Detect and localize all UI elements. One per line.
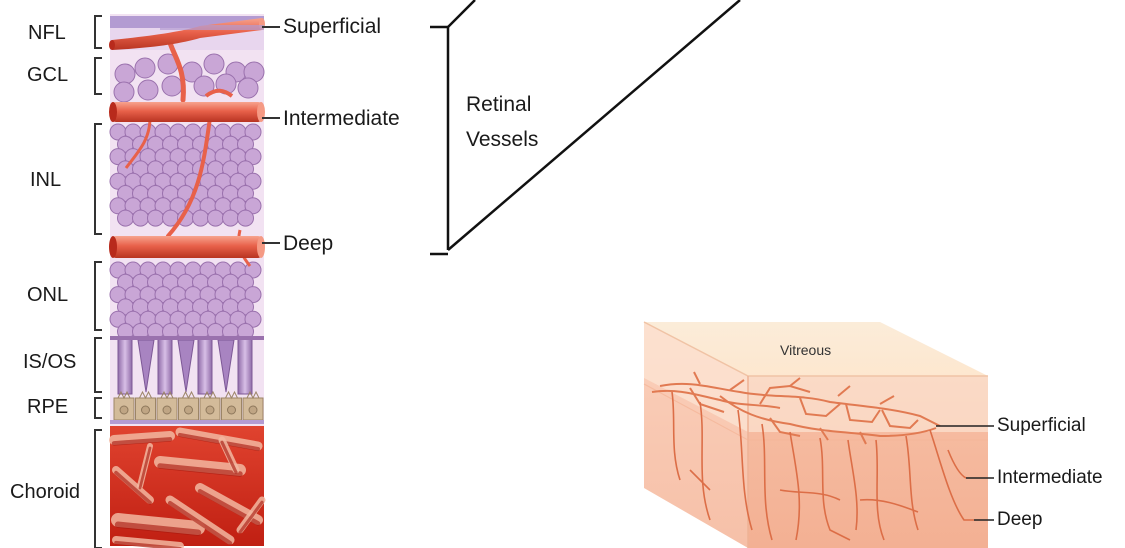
retina-cross-section	[109, 14, 265, 548]
layer-label-choroid: Choroid	[10, 482, 80, 502]
gcl-cell	[238, 78, 258, 98]
cell	[133, 210, 149, 226]
deep-vessel	[109, 236, 265, 258]
intermediate-vessel	[109, 102, 265, 122]
gcl-cell	[162, 76, 182, 96]
bruchs-membrane	[110, 420, 264, 424]
layer-label-isos: IS/OS	[23, 352, 76, 372]
label-intermediate: Intermediate	[283, 108, 400, 129]
cell	[118, 210, 134, 226]
layer-bracket	[95, 124, 102, 234]
layer-bracket	[95, 398, 102, 418]
rpe-nucleus	[142, 406, 150, 414]
label-superficial: Superficial	[283, 16, 381, 37]
rpe-nucleus	[206, 406, 214, 414]
photoreceptor-cap	[110, 336, 264, 340]
layer-bracket	[95, 262, 102, 330]
layer-brackets	[95, 16, 102, 548]
gcl-cell	[138, 80, 158, 100]
rod-outer-segment	[238, 338, 252, 394]
gcl-cell	[114, 82, 134, 102]
layer-bracket	[95, 58, 102, 94]
gcl-cell	[204, 54, 224, 74]
rpe-nucleus	[249, 406, 257, 414]
layer-label-onl: ONL	[27, 285, 68, 305]
retinal-vessels-title-line1: Retinal	[466, 90, 531, 120]
retinal-vessels-title-line2: Vessels	[466, 125, 538, 155]
cell	[208, 210, 224, 226]
label-deep: Deep	[283, 233, 333, 254]
rpe-nucleus	[228, 406, 236, 414]
gcl-cell	[115, 64, 135, 84]
block-label-superficial: Superficial	[997, 416, 1086, 435]
rpe-nucleus	[163, 406, 171, 414]
cell	[238, 210, 254, 226]
layer-bracket	[95, 16, 102, 48]
layer-label-inl: INL	[30, 170, 61, 190]
vessel-leader-lines	[262, 27, 280, 243]
layer-label-gcl: GCL	[27, 65, 68, 85]
rod-outer-segment	[118, 338, 132, 394]
block-label-intermediate: Intermediate	[997, 468, 1103, 487]
rod-outer-segment	[158, 338, 172, 394]
choroid-layer	[110, 426, 264, 548]
gcl-cell	[135, 58, 155, 78]
rpe-nucleus	[185, 406, 193, 414]
cell	[193, 210, 209, 226]
block-label-deep: Deep	[997, 510, 1042, 529]
rod-outer-segment	[198, 338, 212, 394]
layer-bracket	[95, 338, 102, 392]
cell	[148, 210, 164, 226]
layer-label-nfl: NFL	[28, 23, 66, 43]
vitreous-label: Vitreous	[780, 343, 831, 357]
layer-bracket	[95, 430, 102, 548]
onl-cells	[110, 262, 261, 340]
cell	[223, 210, 239, 226]
rpe-nucleus	[120, 406, 128, 414]
layer-label-rpe: RPE	[27, 397, 68, 417]
